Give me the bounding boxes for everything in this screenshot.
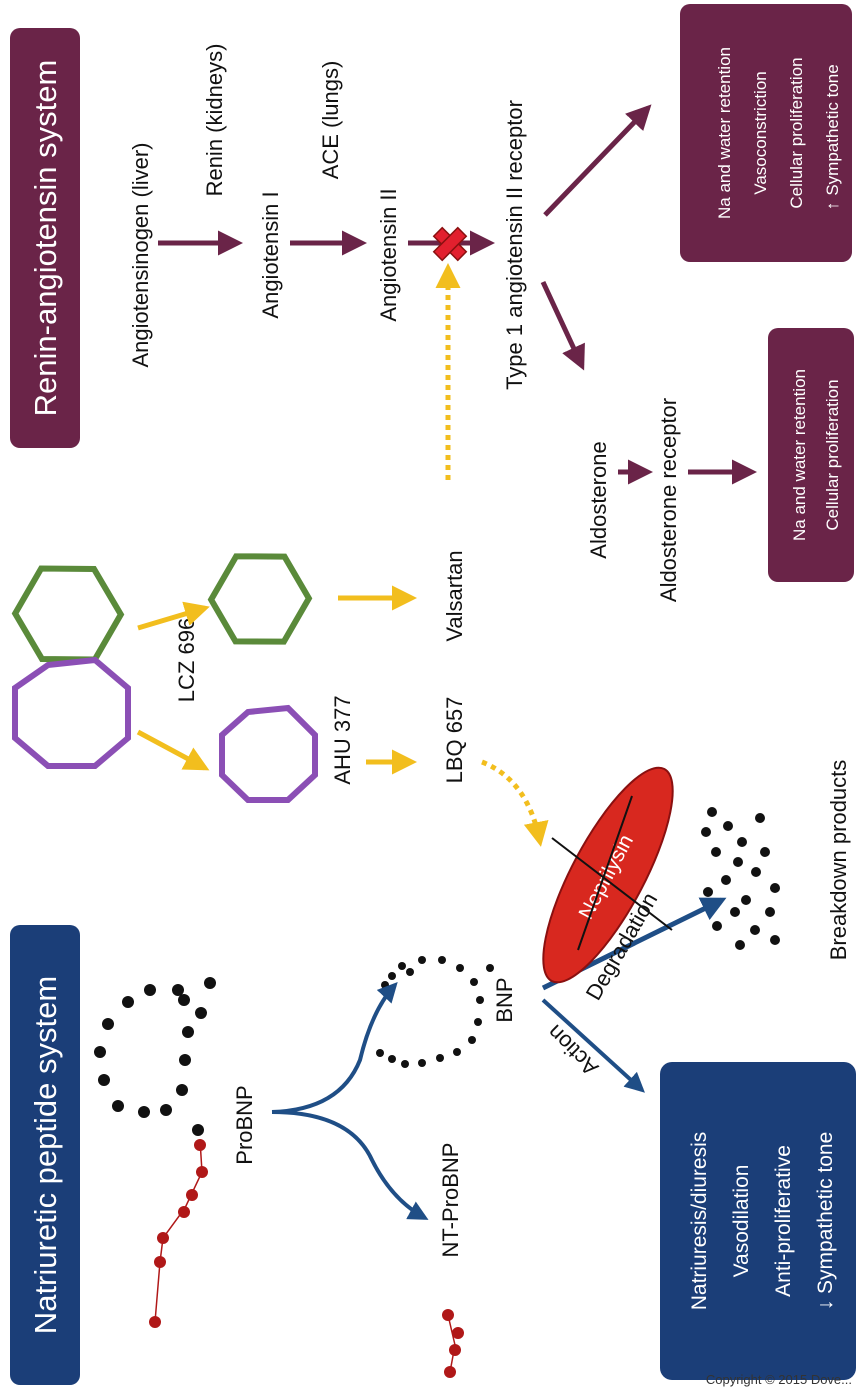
valsartan-hexagon <box>207 553 313 645</box>
angiotensin-ii-label: Angiotensin II <box>376 188 401 321</box>
ras-title-box: Renin-angiotensin system <box>10 28 80 448</box>
nps-arrows <box>271 897 727 1220</box>
up-arrow-icon: ↑ <box>823 202 842 211</box>
breakdown-label: Breakdown products <box>826 760 851 961</box>
bnp-peptide <box>376 956 494 1068</box>
aldosterone-arrow <box>540 280 585 371</box>
probnp-to-ntprobnp-arrow <box>271 1110 429 1220</box>
nps-effects-box: Natriuresis/diuresis Vasodilation Anti-p… <box>660 1062 856 1380</box>
at1-effects-box: Na and water retention Vasoconstriction … <box>680 4 852 262</box>
lcz696-label: LCZ 696 <box>174 618 199 702</box>
neprilysin-enzyme: Neprilysin <box>542 766 674 984</box>
aldosterone-receptor-label: Aldosterone receptor <box>656 398 681 602</box>
copyright-text: Copyright © 2015 Dove... <box>706 1372 852 1387</box>
aldosterone-effect-2: Cellular proliferation <box>823 379 842 530</box>
neprilysin-cross-line-2 <box>577 795 633 951</box>
nps-effect-4: ↓ Sympathetic tone <box>814 1132 837 1311</box>
at1-effects-arrow <box>543 104 652 217</box>
sacubitril-octagon-large <box>12 656 131 769</box>
nps-effect-3: Anti-proliferative <box>772 1145 795 1297</box>
angiotensin-i-label: Angiotensin I <box>258 191 283 318</box>
drug-arrows <box>136 263 549 847</box>
action-arrow <box>541 998 645 1093</box>
lbq-to-neprilysin-arrow <box>481 759 549 847</box>
block-x-icon <box>432 226 468 262</box>
aldosterone-label: Aldosterone <box>586 441 611 558</box>
ahu377-label: AHU 377 <box>330 695 355 784</box>
nt-probnp-label: NT-ProBNP <box>438 1143 463 1258</box>
ras-title: Renin-angiotensin system <box>28 60 63 417</box>
valsartan-hexagon-large <box>11 565 125 663</box>
at1-effect-4: Sympathetic tone <box>823 64 842 195</box>
probnp-peptide <box>94 977 216 1328</box>
lcz-to-valsartan-arrow <box>137 601 210 631</box>
nps-title-box: Natriuretic peptide system <box>10 925 80 1385</box>
nps-effect-1: Natriuresis/diuresis <box>688 1132 711 1311</box>
probnp-to-bnp-arrow <box>271 982 398 1114</box>
lbq657-label: LBQ 657 <box>442 697 467 784</box>
at1-effect-2: Vasoconstriction <box>751 71 770 194</box>
breakdown-dots <box>701 807 780 950</box>
nps-effect-2: Vasodilation <box>730 1165 753 1278</box>
renin-label: Renin (kidneys) <box>202 44 227 197</box>
neprilysin-cross-line-1 <box>551 837 673 931</box>
ace-label: ACE (lungs) <box>318 61 343 180</box>
lcz696-molecule <box>11 565 131 769</box>
at1-effect-3: Cellular proliferation <box>787 57 806 208</box>
probnp-label: ProBNP <box>232 1085 257 1164</box>
aldosterone-effect-1: Na and water retention <box>790 369 809 541</box>
bnp-label: BNP <box>492 977 517 1022</box>
at1-receptor-label: Type 1 angiotensin II receptor <box>502 100 527 390</box>
angiotensinogen-label: Angiotensinogen (liver) <box>128 142 153 367</box>
nt-probnp-peptide <box>442 1309 464 1378</box>
sacubitril-octagon <box>219 704 318 803</box>
nps-title: Natriuretic peptide system <box>28 976 63 1334</box>
at1-effect-1: Na and water retention <box>715 47 734 219</box>
lcz-to-ahu-arrow <box>136 729 210 771</box>
aldosterone-effects-box: Na and water retention Cellular prolifer… <box>768 328 854 582</box>
valsartan-label: Valsartan <box>442 550 467 641</box>
